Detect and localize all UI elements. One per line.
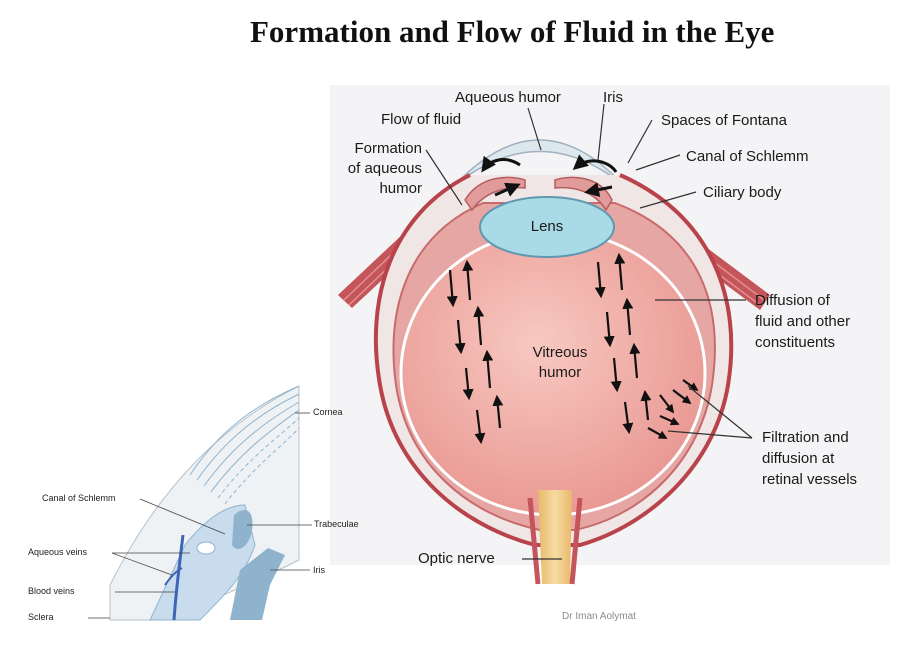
label-vitreous-line1: Vitreous [515, 344, 605, 362]
credit-text: Dr Iman Aolymat [562, 611, 636, 622]
label-diffusion-line1: Diffusion of [755, 292, 830, 310]
label-flow-of-fluid: Flow of fluid [381, 111, 461, 129]
label-optic-nerve: Optic nerve [418, 550, 495, 568]
label-ciliary-body: Ciliary body [703, 184, 781, 202]
label-vitreous-line2: humor [515, 364, 605, 382]
inset-drawing [88, 386, 312, 620]
inset-label-sclera: Sclera [28, 612, 54, 622]
label-spaces-of-fontana: Spaces of Fontana [661, 112, 787, 130]
label-canal-of-schlemm: Canal of Schlemm [686, 148, 809, 166]
inset-label-blood-veins: Blood veins [28, 586, 75, 596]
label-diffusion-line3: constituents [755, 334, 835, 352]
inset-label-cornea: Cornea [313, 407, 343, 417]
inset-label-trabeculae: Trabeculae [314, 519, 359, 529]
optic-nerve [538, 490, 572, 584]
inset-label-canal-of-schlemm: Canal of Schlemm [42, 493, 116, 503]
label-formation-line2: of aqueous [322, 160, 422, 178]
label-formation-line3: humor [322, 180, 422, 198]
label-diffusion-line2: fluid and other [755, 313, 850, 331]
label-filtration-line3: retinal vessels [762, 471, 857, 489]
label-filtration-line1: Filtration and [762, 429, 849, 447]
inset-label-aqueous-veins: Aqueous veins [28, 547, 87, 557]
page-title: Formation and Flow of Fluid in the Eye [250, 14, 890, 50]
label-aqueous-humor: Aqueous humor [455, 89, 561, 107]
label-iris: Iris [603, 89, 623, 107]
inset-canal [197, 542, 215, 554]
label-filtration-line2: diffusion at [762, 450, 834, 468]
label-lens: Lens [507, 218, 587, 236]
label-formation-line1: Formation [322, 140, 422, 158]
inset-label-iris: Iris [313, 565, 325, 575]
